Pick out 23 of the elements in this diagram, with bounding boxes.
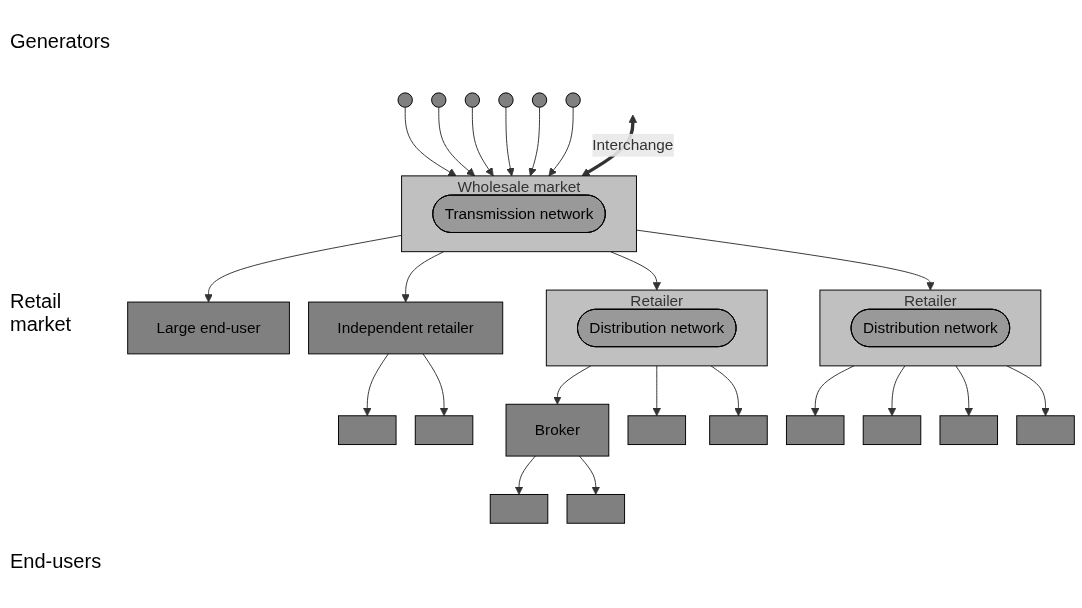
- row-label: Generators: [10, 30, 111, 53]
- node-box: [489, 493, 549, 524]
- node-box: [414, 414, 474, 445]
- node-box: [1016, 414, 1075, 445]
- node-box: [709, 414, 768, 445]
- node-circle: [464, 91, 481, 108]
- node-circle: [397, 91, 413, 108]
- node-box: Large end-user: [127, 301, 290, 354]
- node-circle: [498, 91, 514, 108]
- node-box: [338, 414, 397, 445]
- node-box: [939, 414, 998, 445]
- node-box: [862, 414, 922, 445]
- node-box: Independent retailer: [308, 301, 504, 354]
- node-box: [785, 414, 845, 445]
- node-box: [627, 414, 687, 445]
- row-label: Retail market: [10, 290, 73, 336]
- row-label: End-users: [10, 550, 102, 573]
- edge-label: Interchange: [592, 136, 674, 153]
- node-box: [566, 493, 626, 524]
- node-circle: [431, 91, 447, 108]
- node-box: Broker: [505, 403, 610, 457]
- node-circle: [531, 91, 548, 108]
- node-circle: [565, 91, 581, 108]
